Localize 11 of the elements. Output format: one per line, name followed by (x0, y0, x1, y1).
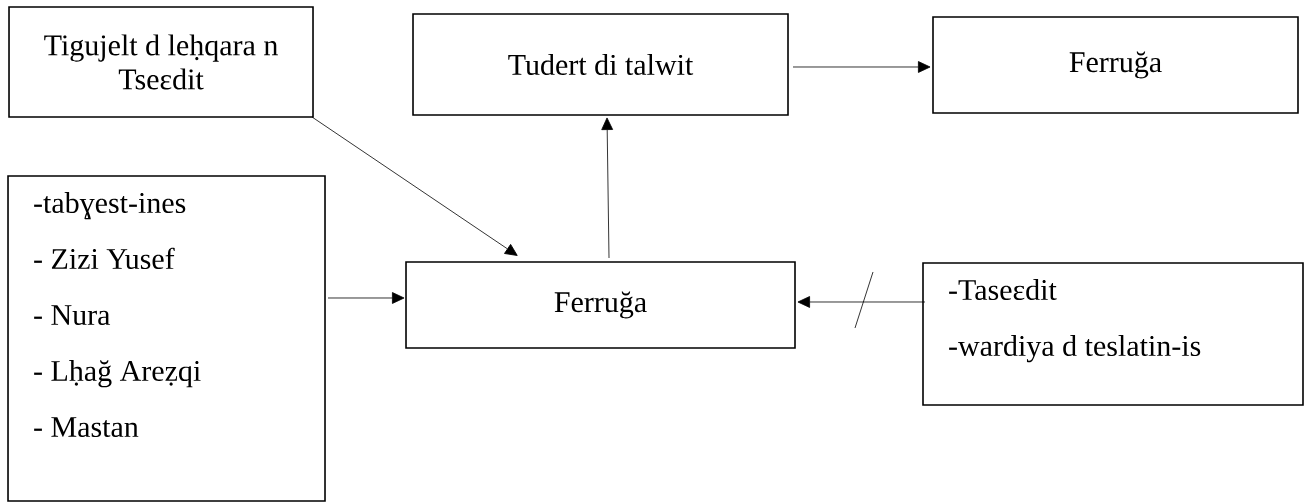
arrow (601, 117, 614, 259)
text-box: Tudert di talwit (412, 13, 789, 116)
text-box: Ferruğa (932, 16, 1299, 114)
text-box: Ferruğa (405, 261, 796, 349)
text-box: Tigujelt d leḥqara n Tseɛdit (8, 6, 314, 118)
text-box: -tabɣest-ines - Zizi Yusef - Nura - Lḥağ Areẓqi - Mastan (7, 175, 326, 502)
arrow (792, 61, 931, 73)
arrow (797, 271, 926, 329)
arrow (311, 116, 518, 256)
arrow (327, 292, 405, 304)
text-box: -Taseɛdit -wardiya d teslatin-is (922, 262, 1304, 406)
